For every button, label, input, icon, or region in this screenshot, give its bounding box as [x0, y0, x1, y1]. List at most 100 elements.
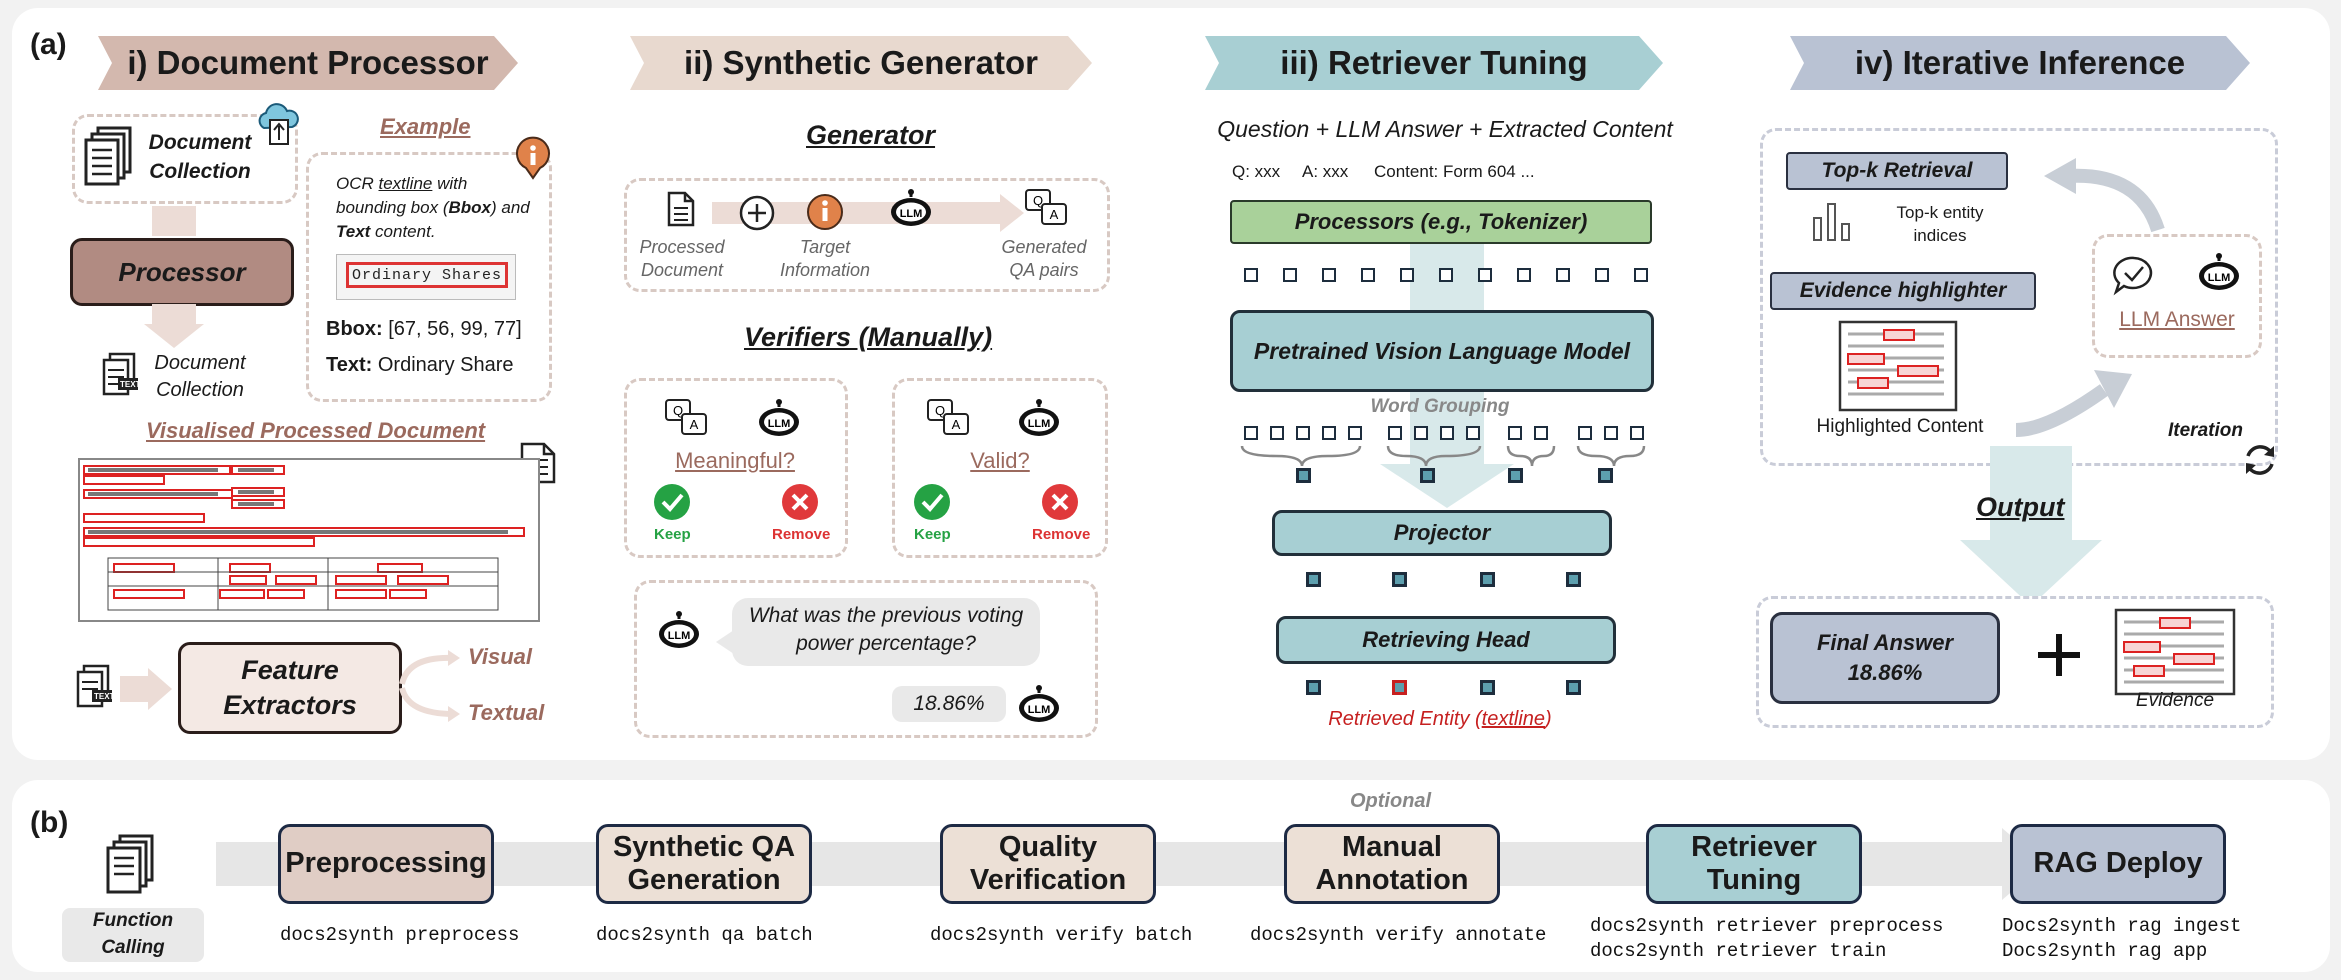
evidence-document-image — [2114, 608, 2236, 696]
token-square — [1306, 680, 1321, 695]
section-header-iterative-inference: iv) Iterative Inference — [1790, 36, 2250, 90]
iteration-curve-arrow-right — [2015, 370, 2132, 437]
token-square — [1595, 268, 1609, 282]
final-answer-title: Final Answer — [1816, 630, 1954, 656]
target-information-label: Target Information — [779, 237, 871, 281]
token-square — [1348, 426, 1362, 440]
step-quality-verification: Quality Verification — [940, 824, 1156, 904]
arrow-down-2 — [152, 304, 196, 326]
section-header-document-processor: i) Document Processor — [98, 36, 518, 90]
token-square — [1420, 468, 1435, 483]
svg-text:LLM: LLM — [900, 208, 923, 220]
visual-label: Visual — [468, 644, 532, 669]
token-square — [1414, 426, 1428, 440]
bbox-line: Bbox: [67, 56, 99, 77] — [326, 318, 522, 341]
bar-chart-icon — [1813, 203, 1850, 241]
generated-qa-label: Generated QA pairs — [1001, 237, 1087, 281]
token-square — [1634, 268, 1648, 282]
token-square — [1296, 426, 1310, 440]
plus-circle-icon — [739, 195, 775, 231]
answer-bubble: 18.86% — [892, 686, 1006, 722]
check-icon — [914, 484, 950, 520]
token-square — [1392, 572, 1407, 587]
check-icon — [654, 484, 690, 520]
document-collection-output-label: Document Collection — [154, 352, 246, 401]
token-square — [1306, 572, 1321, 587]
highlighted-content-label: Highlighted Content — [1816, 416, 1984, 437]
cross-icon — [1042, 484, 1078, 520]
token-square — [1508, 468, 1523, 483]
function-calling-label: Function Calling — [62, 908, 204, 962]
token-square — [1388, 426, 1402, 440]
token-square — [1630, 426, 1644, 440]
llm-answer-label: LLM Answer — [2119, 308, 2235, 331]
example-title: Example — [380, 114, 471, 139]
token-square — [1322, 268, 1336, 282]
token-square — [1517, 268, 1531, 282]
question-bubble: What was the previous voting power perce… — [732, 598, 1040, 666]
visualised-document-image — [78, 458, 540, 622]
token-square — [1480, 572, 1495, 587]
cmd-retriever: docs2synth retriever preprocess docs2syn… — [1590, 915, 1944, 962]
example-text-bbox: Bbox — [448, 197, 491, 217]
retrieved-entity-label: Retrieved Entity (textline) — [1290, 708, 1590, 731]
llm-answer-box — [2092, 234, 2262, 358]
chat-check-icon — [2113, 256, 2153, 296]
llm-icon: LLM — [1019, 399, 1059, 436]
token-square — [1283, 268, 1297, 282]
remove-label: Remove — [772, 526, 831, 543]
step-manual-annotation: Manual Annotation — [1284, 824, 1500, 904]
svg-text:A: A — [952, 417, 961, 432]
a-text: A: xxx — [1302, 162, 1349, 181]
plus-icon — [2038, 634, 2080, 676]
token-square — [1244, 426, 1258, 440]
token-square — [1534, 426, 1548, 440]
keep-label: Keep — [914, 526, 951, 543]
retrieved-entity-em: textline — [1481, 708, 1546, 730]
token-square — [1244, 268, 1258, 282]
evidence-label: Evidence — [2135, 690, 2215, 711]
text-line: Text: Ordinary Share — [326, 354, 514, 377]
meaningful-label: Meaningful? — [675, 448, 795, 473]
cmd-preprocess: docs2synth preprocess — [280, 924, 520, 946]
bbox-value: [67, 56, 99, 77] — [388, 318, 522, 340]
arrow-down-2-head — [144, 324, 204, 348]
text-document-icon: TEXT — [102, 352, 141, 396]
info-icon — [516, 136, 550, 180]
svg-text:TEXT: TEXT — [94, 692, 115, 701]
cmd-verify-annotate: docs2synth verify annotate — [1250, 924, 1547, 946]
token-square — [1296, 468, 1311, 483]
topk-retrieval-box: Top-k Retrieval — [1786, 152, 2008, 190]
token-square — [1578, 426, 1592, 440]
svg-text:TEXT: TEXT — [120, 380, 141, 389]
text-value: Ordinary Share — [377, 354, 514, 376]
llm-icon: LLM — [1019, 685, 1059, 722]
qa-pair-icon: Q A — [665, 399, 707, 435]
step-retriever-tuning: Retriever Tuning — [1646, 824, 1862, 904]
keep-label: Keep — [654, 526, 691, 543]
word-grouping-label: Word Grouping — [1370, 396, 1510, 417]
panel-b-label: (b) — [30, 806, 69, 839]
retrieved-entity-end: ) — [1545, 708, 1552, 730]
step-preprocessing: Preprocessing — [278, 824, 494, 904]
cloud-upload-icon — [258, 103, 299, 145]
bbox-label: Bbox: — [326, 318, 383, 340]
target-info-icon — [807, 194, 843, 230]
step-synthetic-qa: Synthetic QA Generation — [596, 824, 812, 904]
svg-text:LLM: LLM — [1028, 704, 1051, 716]
section-header-retriever-tuning: iii) Retriever Tuning — [1205, 36, 1663, 90]
arrow-down-1 — [152, 206, 196, 236]
token-square — [1400, 268, 1414, 282]
svg-text:Q: Q — [673, 403, 683, 418]
token-square — [1604, 426, 1618, 440]
question-bubble-tail — [716, 630, 734, 654]
token-square — [1466, 426, 1480, 440]
final-answer-value: 18.86% — [1847, 660, 1923, 685]
cross-icon — [782, 484, 818, 520]
example-text-textline: textline — [378, 174, 433, 193]
token-square — [1392, 680, 1407, 695]
remove-label: Remove — [1032, 526, 1091, 543]
ocr-crop-bbox: Ordinary Shares — [346, 262, 508, 288]
iteration-label: Iteration — [2168, 420, 2243, 441]
example-text-4: content. — [370, 221, 436, 241]
